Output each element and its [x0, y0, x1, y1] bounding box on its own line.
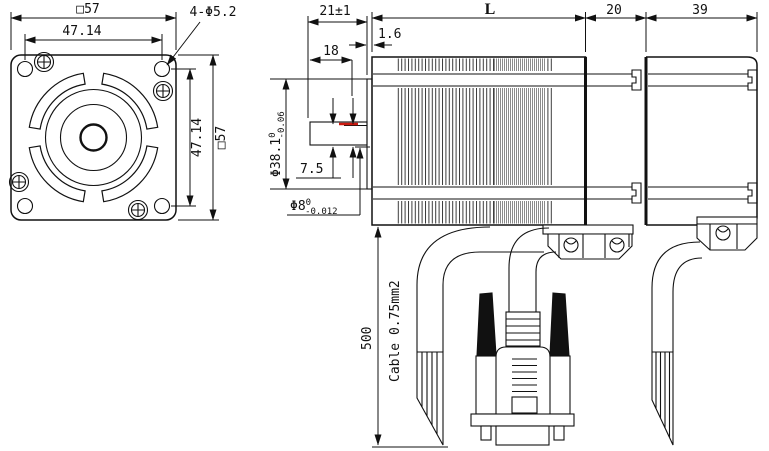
mounting-hole-icon [153, 197, 171, 215]
dim-pilot-label: Φ38.10-0.06 [268, 111, 287, 177]
dim-pilot-sub: -0.06 [277, 111, 287, 138]
cable-clamp-rear [696, 216, 758, 251]
screw-head-icon [631, 182, 642, 204]
cable-clamp-mid [542, 224, 634, 260]
connector-flange [470, 413, 575, 427]
connector-shell [495, 425, 550, 446]
dim-shaft-base: Φ8 [290, 199, 306, 214]
dim-section-mid-label: 20 [606, 3, 622, 18]
front-view: □57 47.14 4-Φ5.2 47.14 □57 [8, 2, 237, 221]
thumbscrew-icon [549, 292, 570, 357]
cables [416, 226, 703, 446]
screw-icon [127, 199, 149, 221]
tie-rods [373, 69, 758, 204]
pilot-circle [44, 88, 143, 187]
motor-body [371, 56, 587, 226]
rear-lead-cable [651, 241, 703, 446]
screw-head-icon [631, 69, 642, 91]
rear-cover [646, 56, 758, 226]
side-dimensions: 21±1 L 20 39 1.6 18 7.5 [268, 1, 758, 448]
mounting-hole-icon [16, 60, 34, 78]
mounting-hole-icon [153, 60, 171, 78]
dim-shaft-sup: 0 [306, 198, 311, 208]
dim-pilot-base: Φ38.1 [269, 138, 284, 177]
mounting-holes [16, 60, 171, 215]
dim-hole-spacing-right-label: 47.14 [190, 118, 205, 157]
screw-head-icon [747, 182, 758, 204]
boss-circle [59, 103, 128, 172]
dim-body-length-label: L [485, 1, 496, 18]
shaft [309, 121, 368, 146]
side-view: 21±1 L 20 39 1.6 18 7.5 [268, 1, 758, 448]
dim-holes-label: 4-Φ5.2 [190, 5, 237, 20]
dim-flat-length-label: 18 [323, 44, 339, 59]
dim-pilot-sup: 0 [268, 132, 278, 137]
front-dimensions: □57 47.14 4-Φ5.2 47.14 □57 [10, 2, 237, 221]
dsub-connector [470, 292, 575, 446]
dim-shaft-length-label: 21±1 [319, 4, 350, 19]
screw-icon [33, 51, 55, 73]
dim-square-top-label: □57 [76, 2, 99, 17]
cable-spec-label: Cable 0.75mm2 [388, 280, 403, 382]
screw-icon [8, 171, 30, 193]
dim-shaft-label: Φ80-0.012 [290, 198, 338, 217]
face-circles [28, 72, 159, 203]
mounting-hole-icon [16, 197, 34, 215]
cover-screws [8, 51, 174, 221]
screw-head-icon [747, 69, 758, 91]
dim-cable-length-label: 500 [360, 327, 375, 350]
clamp-screw-icon [715, 225, 731, 241]
dim-shaft-sub: -0.012 [305, 207, 338, 217]
connector-cable [508, 227, 557, 312]
flange-outline [10, 54, 177, 221]
clamp-screw-icon [609, 237, 625, 253]
screw-icon [152, 80, 174, 102]
dim-hole-spacing-top-label: 47.14 [62, 24, 101, 39]
dim-flat-height-label: 7.5 [300, 162, 323, 177]
clamp-screw-icon [563, 237, 579, 253]
dim-square-right-label: □57 [214, 126, 229, 149]
shaft-circle [79, 123, 108, 152]
motor-lead-cable [416, 226, 544, 446]
dim-section-rear-label: 39 [692, 3, 708, 18]
strain-relief [505, 311, 541, 347]
thumbscrew-icon [476, 292, 497, 357]
dim-boss-thickness-label: 1.6 [378, 27, 401, 42]
